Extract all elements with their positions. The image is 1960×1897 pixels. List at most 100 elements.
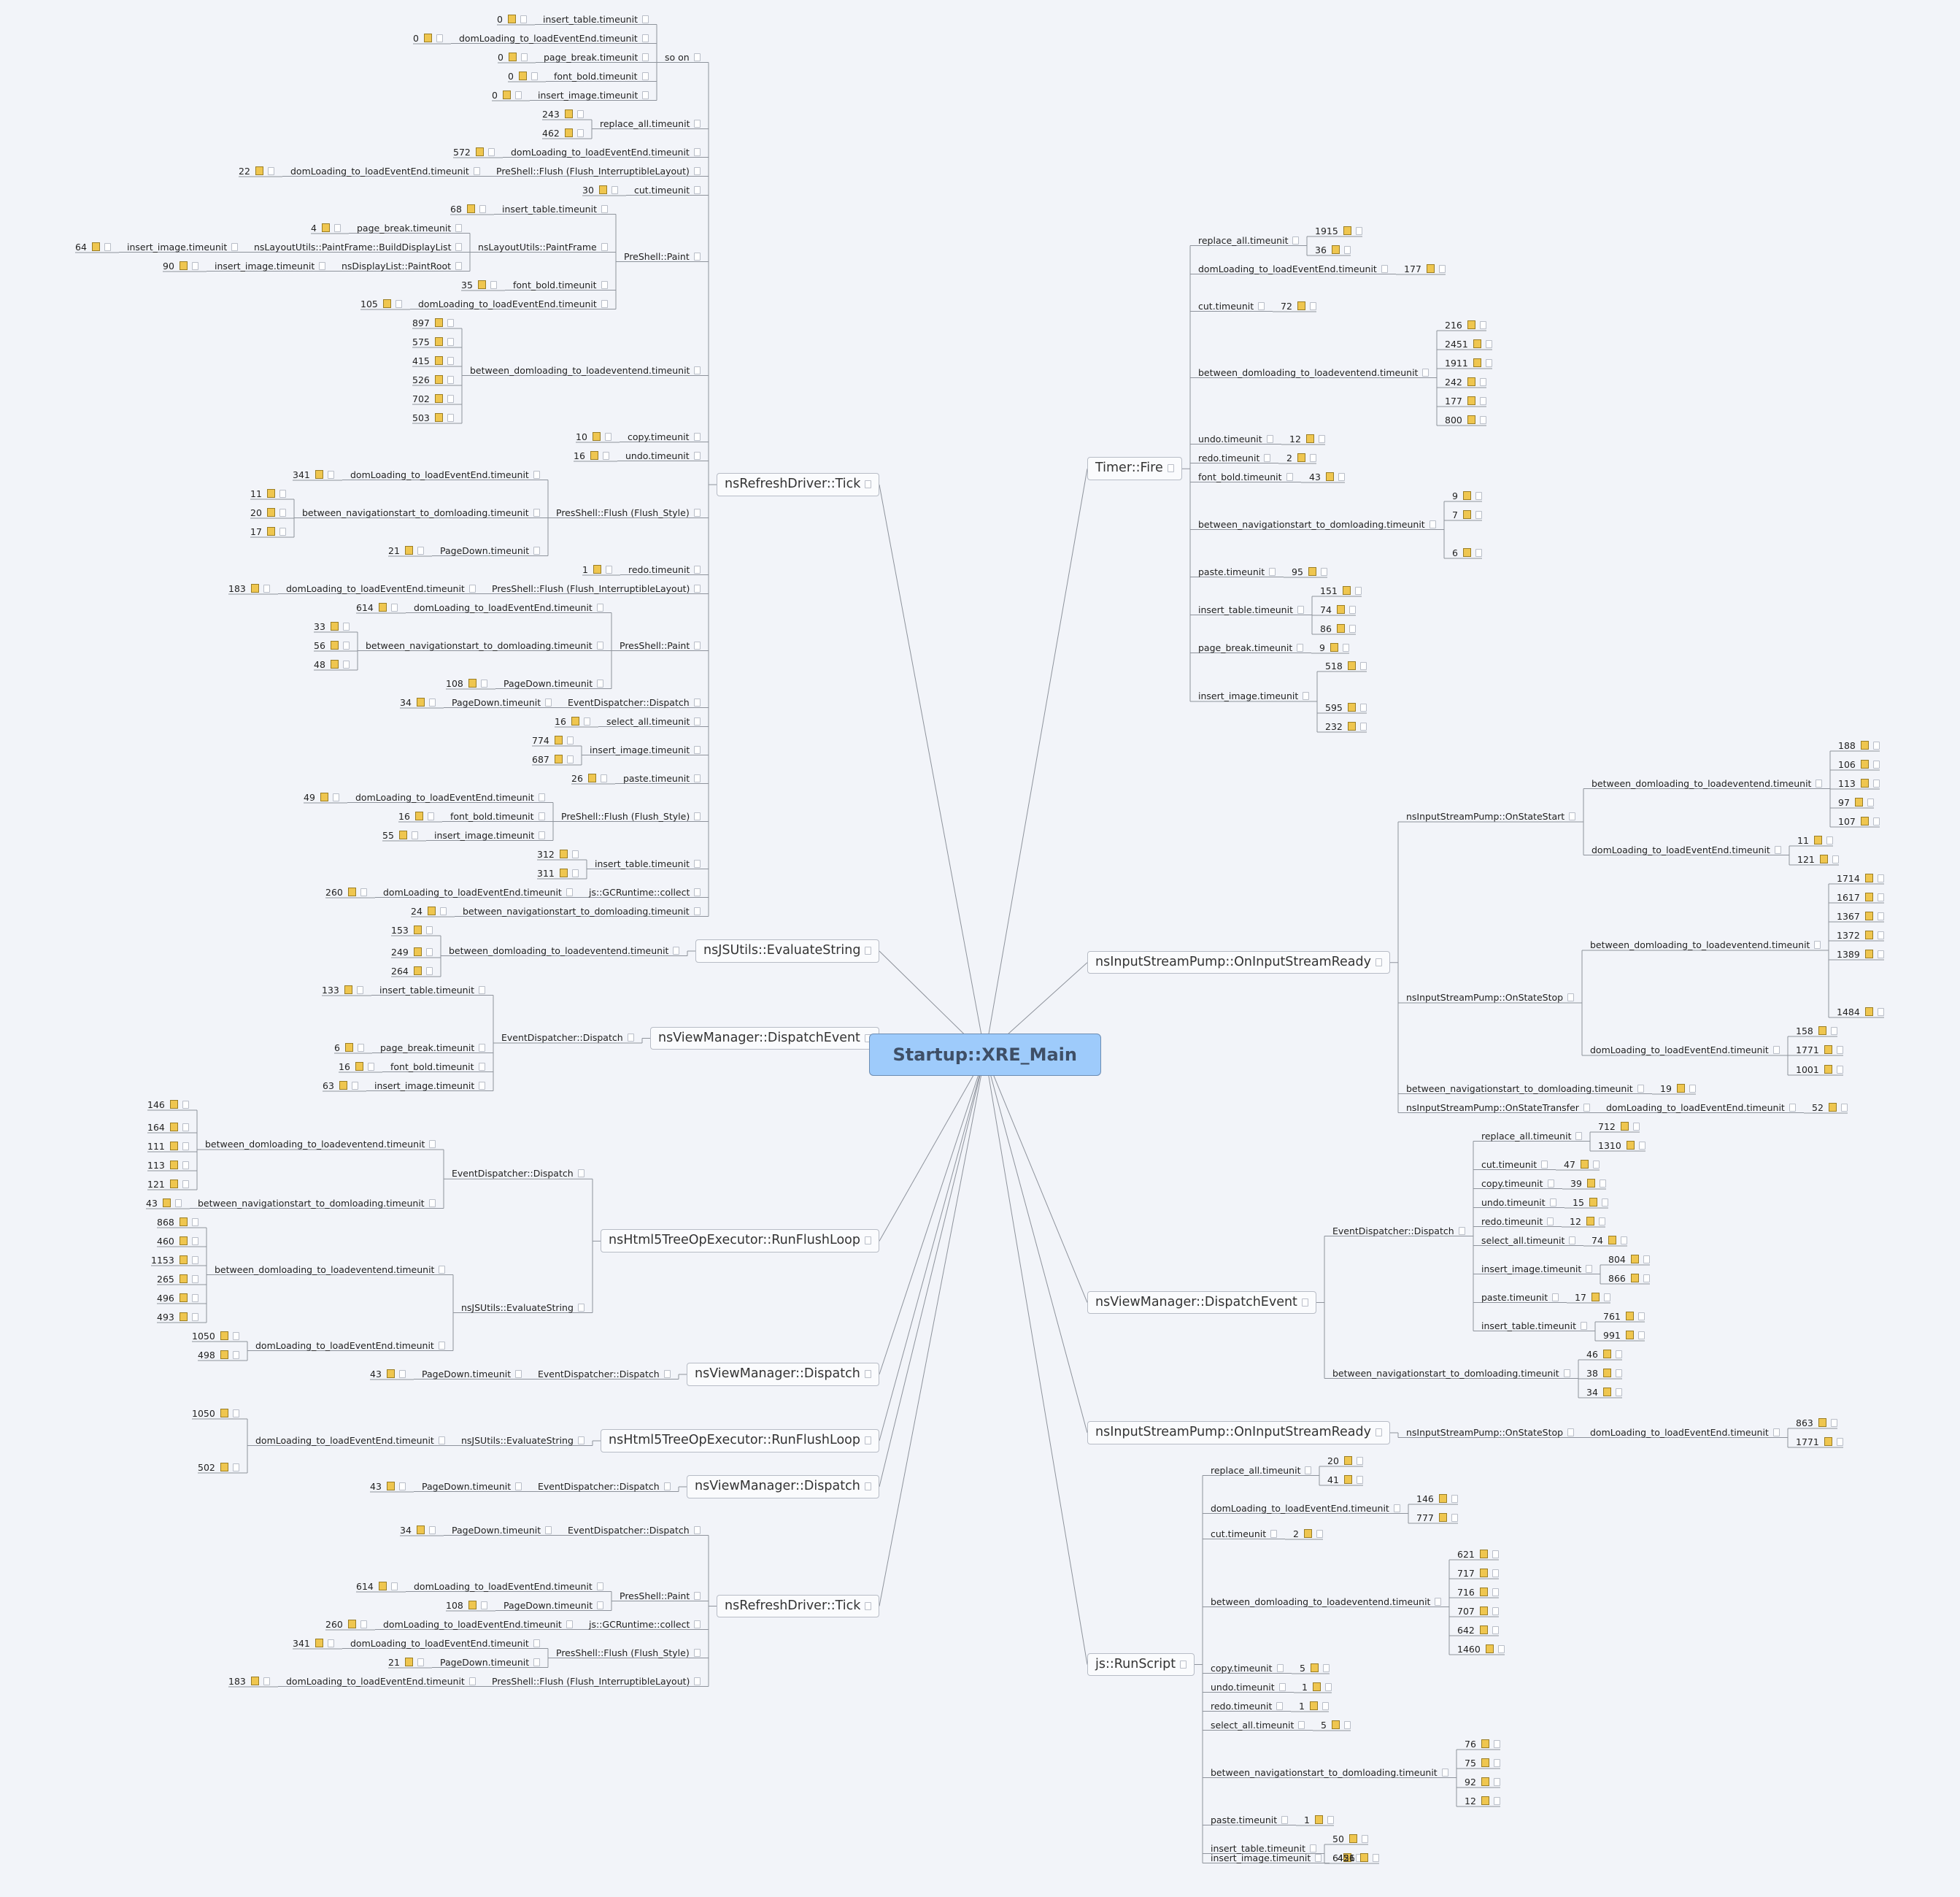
- page-icon[interactable]: [332, 793, 339, 801]
- main-topic[interactable]: nsInputStreamPump::OnInputStreamReady: [1087, 1421, 1390, 1444]
- page-icon[interactable]: [1615, 1369, 1622, 1377]
- page-icon[interactable]: [1438, 265, 1446, 273]
- page-icon[interactable]: [1872, 761, 1880, 769]
- value-node[interactable]: 43: [370, 1482, 406, 1492]
- page-icon[interactable]: [1451, 1495, 1458, 1503]
- value-node[interactable]: 1771: [1796, 1045, 1843, 1055]
- subtopic[interactable]: domLoading_to_loadEventEnd.timeunit: [255, 1436, 445, 1446]
- page-icon[interactable]: [342, 661, 350, 669]
- page-icon[interactable]: [576, 110, 584, 118]
- value-node[interactable]: 1: [1302, 1682, 1332, 1693]
- subtopic[interactable]: js::GCRuntime::collect: [589, 888, 701, 898]
- note-icon[interactable]: [1462, 510, 1471, 519]
- page-icon[interactable]: [663, 1482, 671, 1490]
- page-icon[interactable]: [455, 223, 463, 232]
- value-node[interactable]: 1911: [1445, 358, 1492, 369]
- note-icon[interactable]: [347, 888, 356, 896]
- page-icon[interactable]: [1375, 1428, 1382, 1436]
- page-icon[interactable]: [232, 1332, 239, 1340]
- note-icon[interactable]: [1864, 893, 1873, 901]
- page-icon[interactable]: [447, 319, 454, 327]
- page-icon[interactable]: [1297, 643, 1304, 652]
- value-node[interactable]: 106: [1838, 760, 1880, 770]
- subtopic[interactable]: PageDown.timeunit: [422, 1482, 522, 1492]
- note-icon[interactable]: [434, 356, 443, 365]
- subtopic[interactable]: nsLayoutUtils::PaintFrame::BuildDisplayL…: [254, 242, 463, 253]
- page-icon[interactable]: [566, 888, 573, 896]
- page-icon[interactable]: [694, 584, 701, 593]
- note-icon[interactable]: [404, 1658, 413, 1666]
- page-icon[interactable]: [864, 1370, 871, 1378]
- subtopic[interactable]: nsJSUtils::EvaluateString: [461, 1303, 584, 1313]
- page-icon[interactable]: [1877, 950, 1884, 958]
- value-node[interactable]: 30: [582, 185, 618, 196]
- subtopic[interactable]: domLoading_to_loadEventEnd.timeunit: [355, 793, 545, 803]
- page-icon[interactable]: [191, 1218, 198, 1226]
- note-icon[interactable]: [475, 147, 484, 156]
- page-icon[interactable]: [539, 831, 546, 839]
- page-icon[interactable]: [694, 888, 701, 896]
- subtopic[interactable]: domLoading_to_loadEventEnd.timeunit: [350, 1639, 540, 1649]
- subtopic[interactable]: PresShell::Flush (Flush_InterruptibleLay…: [492, 1677, 701, 1687]
- subtopic[interactable]: nsInputStreamPump::OnStateStop: [1406, 993, 1575, 1003]
- subtopic[interactable]: EventDispatcher::Dispatch: [568, 698, 701, 708]
- note-icon[interactable]: [179, 261, 188, 270]
- page-icon[interactable]: [327, 471, 334, 479]
- page-icon[interactable]: [864, 1236, 871, 1245]
- page-icon[interactable]: [428, 699, 436, 707]
- page-icon[interactable]: [436, 34, 443, 42]
- value-node[interactable]: 5: [1300, 1663, 1330, 1674]
- page-icon[interactable]: [1429, 520, 1436, 528]
- note-icon[interactable]: [179, 1312, 188, 1321]
- value-node[interactable]: 1050: [192, 1409, 239, 1419]
- note-icon[interactable]: [1860, 779, 1869, 788]
- value-node[interactable]: 46: [1586, 1350, 1622, 1360]
- page-icon[interactable]: [342, 623, 350, 631]
- subtopic[interactable]: copy.timeunit: [1211, 1663, 1284, 1674]
- value-node[interactable]: 19: [1660, 1084, 1696, 1094]
- note-icon[interactable]: [1481, 1777, 1489, 1786]
- note-icon[interactable]: [414, 812, 423, 820]
- page-icon[interactable]: [490, 281, 497, 289]
- value-node[interactable]: 183: [228, 1677, 270, 1687]
- subtopic[interactable]: nsDisplayList::PaintRoot: [342, 261, 463, 272]
- note-icon[interactable]: [1467, 396, 1475, 405]
- value-node[interactable]: 151: [1320, 586, 1362, 596]
- value-node[interactable]: 188: [1838, 741, 1880, 751]
- page-icon[interactable]: [1479, 397, 1486, 405]
- note-icon[interactable]: [1359, 1853, 1368, 1862]
- page-icon[interactable]: [596, 641, 603, 650]
- note-icon[interactable]: [434, 394, 443, 403]
- page-icon[interactable]: [1297, 605, 1304, 614]
- value-node[interactable]: 863: [1796, 1418, 1837, 1428]
- subtopic[interactable]: page_break.timeunit: [357, 223, 463, 234]
- value-node[interactable]: 4: [311, 223, 341, 234]
- page-icon[interactable]: [1309, 454, 1316, 462]
- note-icon[interactable]: [1864, 1007, 1873, 1016]
- page-icon[interactable]: [1458, 1226, 1465, 1235]
- subtopic[interactable]: insert_image.timeunit: [127, 242, 239, 253]
- value-node[interactable]: 47: [1564, 1160, 1600, 1170]
- note-icon[interactable]: [266, 527, 275, 536]
- note-icon[interactable]: [427, 907, 436, 915]
- value-node[interactable]: 526: [412, 375, 454, 385]
- subtopic[interactable]: between_navigationstart_to_domloading.ti…: [1211, 1768, 1448, 1778]
- page-icon[interactable]: [1637, 1331, 1645, 1339]
- subtopic[interactable]: redo.timeunit: [1211, 1701, 1284, 1712]
- value-node[interactable]: 1001: [1796, 1065, 1843, 1075]
- subtopic[interactable]: PresShell::Flush (Flush_InterruptibleLay…: [492, 584, 701, 594]
- note-icon[interactable]: [1343, 226, 1351, 235]
- note-icon[interactable]: [1479, 1550, 1488, 1558]
- value-node[interactable]: 95: [1292, 567, 1327, 577]
- page-icon[interactable]: [1441, 1768, 1448, 1777]
- page-icon[interactable]: [515, 1482, 522, 1490]
- subtopic[interactable]: nsLayoutUtils::PaintFrame: [478, 242, 608, 253]
- value-node[interactable]: 260: [325, 888, 367, 898]
- page-icon[interactable]: [1877, 1008, 1884, 1016]
- value-node[interactable]: 43: [1309, 472, 1345, 482]
- page-icon[interactable]: [605, 566, 612, 574]
- note-icon[interactable]: [1586, 1217, 1594, 1225]
- page-icon[interactable]: [1569, 1236, 1576, 1244]
- value-node[interactable]: 0: [498, 53, 528, 63]
- page-icon[interactable]: [604, 433, 611, 441]
